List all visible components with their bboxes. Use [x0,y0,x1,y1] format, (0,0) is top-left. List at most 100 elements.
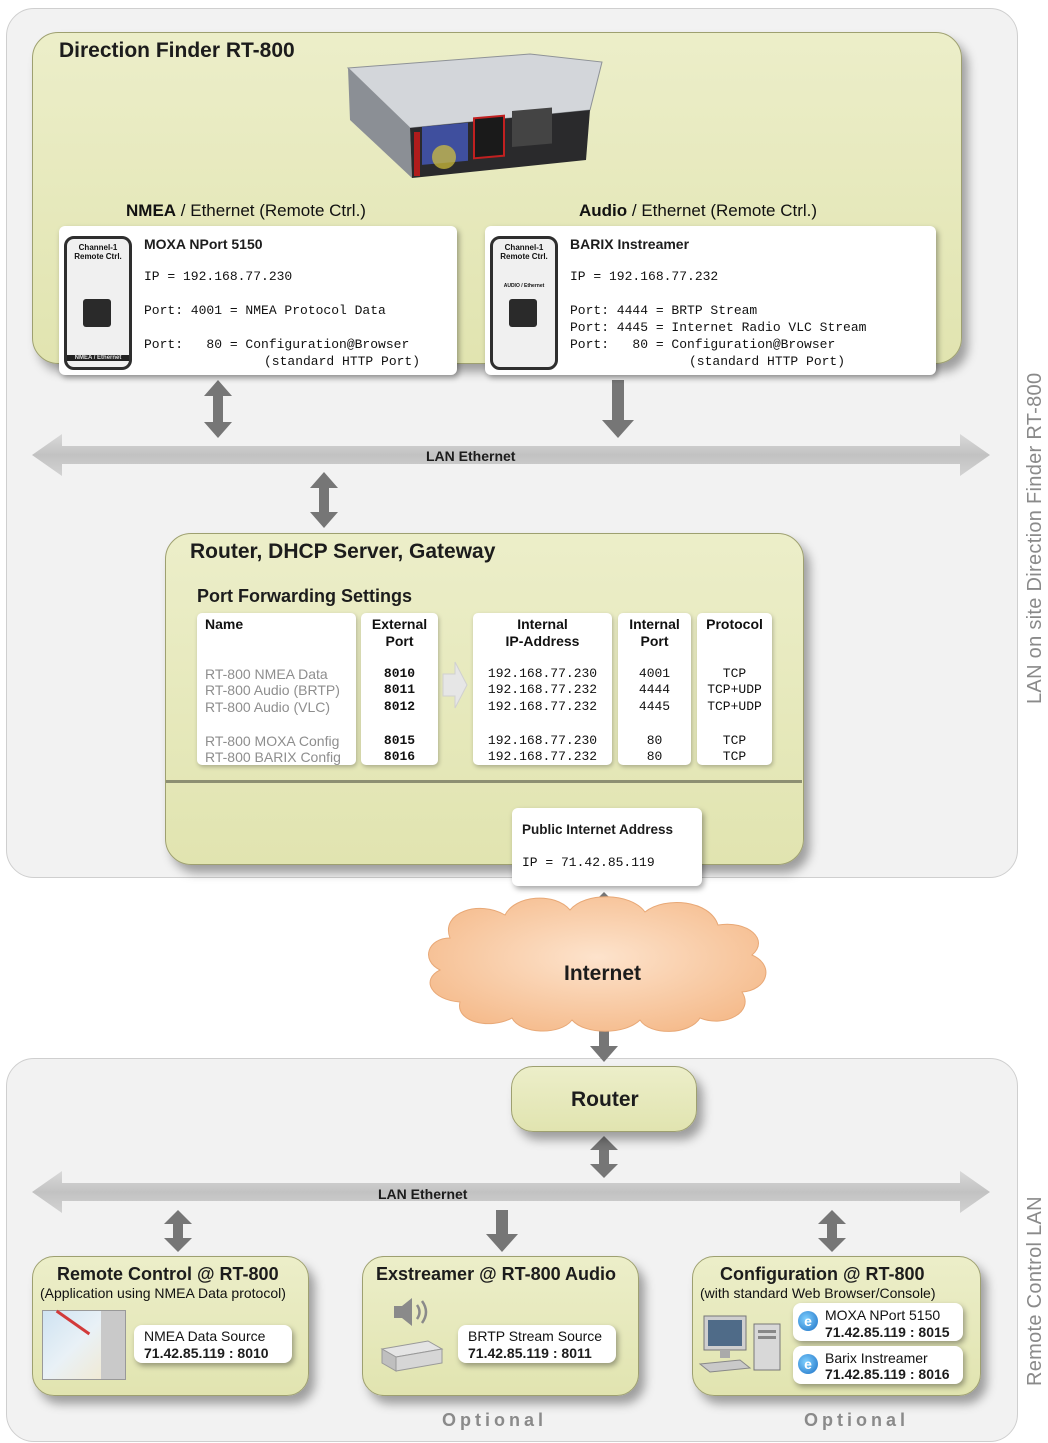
arrow-lan-remote [164,1210,192,1252]
col-external-port: External Port 8010 8011 8012 8015 8016 [361,613,438,765]
lan-top-label: LAN Ethernet [426,448,516,464]
public-address-title: Public Internet Address [522,822,674,837]
row-internal-port: 80 [646,749,663,764]
public-address-ip: IP = 71.42.85.119 [522,855,655,870]
col-internal-ip: Internal IP-Address 192.168.77.230 192.1… [473,613,612,765]
moxa-device-thumb: Channel-1 Remote Ctrl. NMEA / Ethernet [64,236,132,370]
configuration-optional-label: Optional [804,1410,909,1430]
nmea-heading: NMEA / Ethernet (Remote Ctrl.) [126,201,366,221]
row-internal-ip: 192.168.77.230 [487,666,598,681]
exstreamer-title: Exstreamer @ RT-800 Audio [376,1264,616,1284]
brtp-source-address: 71.42.85.119 : 8011 [468,1345,592,1361]
row-ext-port: 8012 [383,699,416,714]
row-internal-port: 4001 [638,666,671,681]
row-internal-port: 4445 [638,699,671,714]
moxa-port-config-note: (standard HTTP Port) [264,354,421,369]
remote-router-box [511,1066,697,1132]
row-internal-ip: 192.168.77.230 [487,733,598,748]
row-internal-port: 4444 [638,682,671,697]
direction-finder-title: Direction Finder RT-800 [59,39,295,62]
rj45-port-icon [509,299,537,327]
row-internal-port: 80 [646,733,663,748]
lan-bottom-label: LAN Ethernet [378,1186,468,1202]
moxa-port-nmea: Port: 4001 = NMEA Protocol Data [144,303,386,318]
exstreamer-device-icon [380,1340,444,1372]
browser-icon: e [798,1311,818,1331]
moxa-thumb-label: Channel-1 Remote Ctrl. [74,243,122,261]
moxa-ip: IP = 192.168.77.230 [144,269,293,284]
arrow-lan-config [818,1210,846,1252]
col-protocol-header: Protocol [706,616,763,632]
row-ext-port: 8016 [383,749,416,764]
moxa-config-address: 71.42.85.119 : 8015 [825,1324,950,1340]
arrow-lan-router [310,472,338,528]
router-dhcp-title: Router, DHCP Server, Gateway [190,540,496,563]
audio-heading-bold: Audio [579,201,628,220]
arrow-barix-lan [602,380,634,438]
rj45-port-icon [83,299,111,327]
row-protocol: TCP [722,749,747,764]
moxa-config-card [793,1303,963,1341]
col-name: Name RT-800 NMEA Data RT-800 Audio (BRTP… [197,613,356,765]
nmea-source-address: 71.42.85.119 : 8010 [144,1345,269,1361]
col-name-header: Name [205,616,244,632]
col-internal-ip-header: Internal IP-Address [505,616,580,649]
row-protocol: TCP+UDP [707,699,762,714]
brtp-source-label: BRTP Stream Source [468,1328,603,1344]
nmea-heading-rest: / Ethernet (Remote Ctrl.) [176,201,366,220]
brtp-source-card [458,1325,616,1363]
row-protocol: TCP+UDP [707,682,762,697]
lan-top-bar [32,434,990,476]
barix-config-label: Barix Instreamer [825,1350,928,1366]
barix-name: BARIX Instreamer [570,236,690,252]
barix-port-brtp: Port: 4444 = BRTP Stream [570,303,758,318]
barix-port-vlc: Port: 4445 = Internet Radio VLC Stream [570,320,867,335]
browser-icon: e [798,1354,818,1374]
arrow-moxa-lan [204,380,232,438]
row-internal-ip: 192.168.77.232 [487,749,598,764]
row-name: RT-800 NMEA Data [205,666,328,682]
row-name: RT-800 BARIX Config [205,749,341,765]
internet-cloud [428,896,767,1032]
arrow-lan-stream [486,1210,518,1252]
nmea-source-label: NMEA Data Source [144,1328,266,1344]
col-external-port-header: External Port [371,616,428,649]
row-ext-port: 8015 [383,733,416,748]
audio-heading: Audio / Ethernet (Remote Ctrl.) [579,201,817,221]
speaker-icon [394,1298,428,1326]
audio-heading-rest: / Ethernet (Remote Ctrl.) [627,201,818,220]
barix-config-address: 71.42.85.119 : 8016 [825,1366,950,1382]
row-name: RT-800 Audio (BRTP) [205,682,340,698]
barix-ip: IP = 192.168.77.232 [570,269,719,284]
nmea-source-card [134,1325,292,1363]
row-internal-ip: 192.168.77.232 [487,682,598,697]
lan-bottom-bar [32,1171,990,1213]
col-protocol: Protocol TCP TCP+UDP TCP+UDP TCP TCP [697,613,772,765]
nmea-heading-bold: NMEA [126,201,177,220]
barix-thumb-sub: AUDIO / Ethernet [503,283,545,289]
row-name: RT-800 MOXA Config [205,733,340,749]
col-internal-port-header: Internal Port [629,616,680,649]
moxa-name: MOXA NPort 5150 [144,236,263,252]
forward-arrow-icon [442,661,468,709]
remote-control-subtitle: (Application using NMEA Data protocol) [40,1285,286,1301]
row-name: RT-800 Audio (VLC) [205,699,331,715]
barix-port-config-note: (standard HTTP Port) [689,354,846,369]
arrow-router-lan [590,1136,618,1178]
port-forwarding-title: Port Forwarding Settings [197,586,413,606]
exstreamer-optional-label: Optional [442,1410,547,1430]
row-ext-port: 8010 [383,666,416,681]
map-screenshot-icon [42,1309,126,1380]
barix-thumb-label: Channel-1 Remote Ctrl. [500,243,548,261]
row-ext-port: 8011 [383,682,416,697]
moxa-thumb-bottom: NMEA / Ethernet [67,355,129,361]
remote-router-label: Router [571,1088,639,1111]
configuration-subtitle: (with standard Web Browser/Console) [700,1285,936,1301]
row-protocol: TCP [722,666,747,681]
public-address-card [512,808,702,886]
row-protocol: TCP [722,733,747,748]
col-internal-port: Internal Port 4001 4444 4445 80 80 [618,613,691,765]
barix-config-card [793,1346,963,1384]
barix-card [485,226,936,375]
